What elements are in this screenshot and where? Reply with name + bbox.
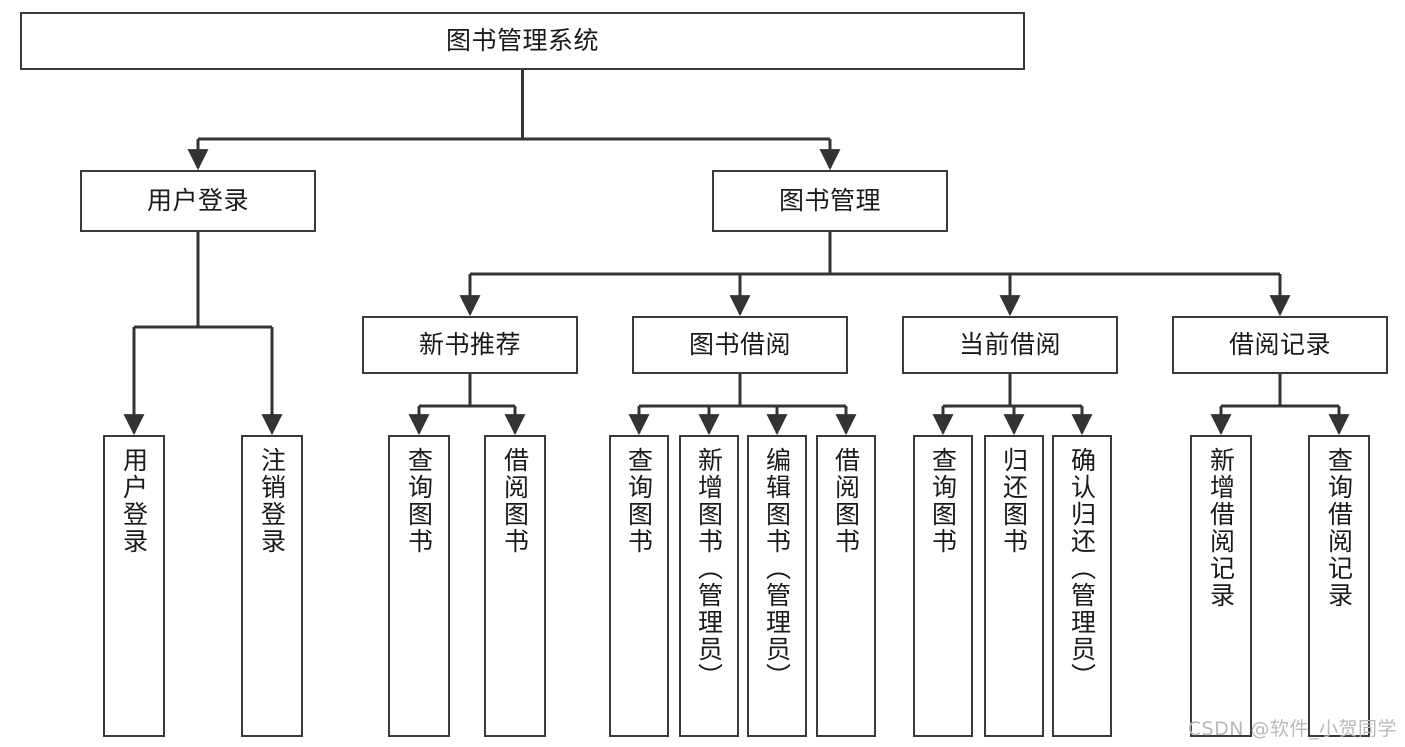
node-label: 图书管理系统 xyxy=(445,26,599,56)
node-book-management-group[interactable]: 图书管理 xyxy=(712,170,948,232)
node-label: 注销登录 xyxy=(257,447,287,555)
leaf-query-borrow-record[interactable]: 查询借阅记录 xyxy=(1308,435,1370,737)
node-label: 图书借阅 xyxy=(688,330,791,360)
node-label: 查询图书 xyxy=(624,447,654,555)
leaf-query-book-recommend[interactable]: 查询图书 xyxy=(388,435,450,737)
leaf-query-book-current[interactable]: 查询图书 xyxy=(913,435,973,737)
leaf-logout[interactable]: 注销登录 xyxy=(241,435,303,737)
node-current-borrow[interactable]: 当前借阅 xyxy=(902,316,1118,374)
leaf-add-book-admin[interactable]: 新增图书（管理员） xyxy=(679,435,739,737)
node-label: 编辑图书（管理员） xyxy=(762,447,792,690)
node-label: 新增借阅记录 xyxy=(1206,447,1236,609)
node-user-login-group[interactable]: 用户登录 xyxy=(80,170,316,232)
leaf-borrow-book-recommend[interactable]: 借阅图书 xyxy=(484,435,546,737)
connector-lines xyxy=(123,70,1350,436)
node-label: 借阅记录 xyxy=(1228,330,1331,360)
leaf-return-book[interactable]: 归还图书 xyxy=(984,435,1044,737)
leaf-user-login[interactable]: 用户登录 xyxy=(103,435,165,737)
leaf-confirm-return-admin[interactable]: 确认归还（管理员） xyxy=(1052,435,1112,737)
node-label: 确认归还（管理员） xyxy=(1067,447,1097,690)
node-label: 借阅图书 xyxy=(500,447,530,555)
node-label: 新增图书（管理员） xyxy=(694,447,724,690)
leaf-edit-book-admin[interactable]: 编辑图书（管理员） xyxy=(747,435,807,737)
node-label: 新书推荐 xyxy=(418,330,521,360)
node-label: 图书管理 xyxy=(778,186,881,216)
leaf-borrow-book[interactable]: 借阅图书 xyxy=(816,435,876,737)
leaf-add-borrow-record[interactable]: 新增借阅记录 xyxy=(1190,435,1252,737)
node-label: 当前借阅 xyxy=(958,330,1061,360)
node-label: 查询图书 xyxy=(404,447,434,555)
node-label: 用户登录 xyxy=(119,447,149,555)
node-book-borrow[interactable]: 图书借阅 xyxy=(632,316,848,374)
node-label: 归还图书 xyxy=(999,447,1029,555)
node-borrow-records[interactable]: 借阅记录 xyxy=(1172,316,1388,374)
node-label: 查询图书 xyxy=(928,447,958,555)
node-label: 借阅图书 xyxy=(831,447,861,555)
node-root[interactable]: 图书管理系统 xyxy=(20,12,1025,70)
watermark: CSDN @软件_小贺同学 xyxy=(1187,718,1397,740)
node-label: 用户登录 xyxy=(146,186,249,216)
node-new-book-recommend[interactable]: 新书推荐 xyxy=(362,316,578,374)
node-label: 查询借阅记录 xyxy=(1324,447,1354,609)
leaf-query-book-borrow[interactable]: 查询图书 xyxy=(609,435,669,737)
